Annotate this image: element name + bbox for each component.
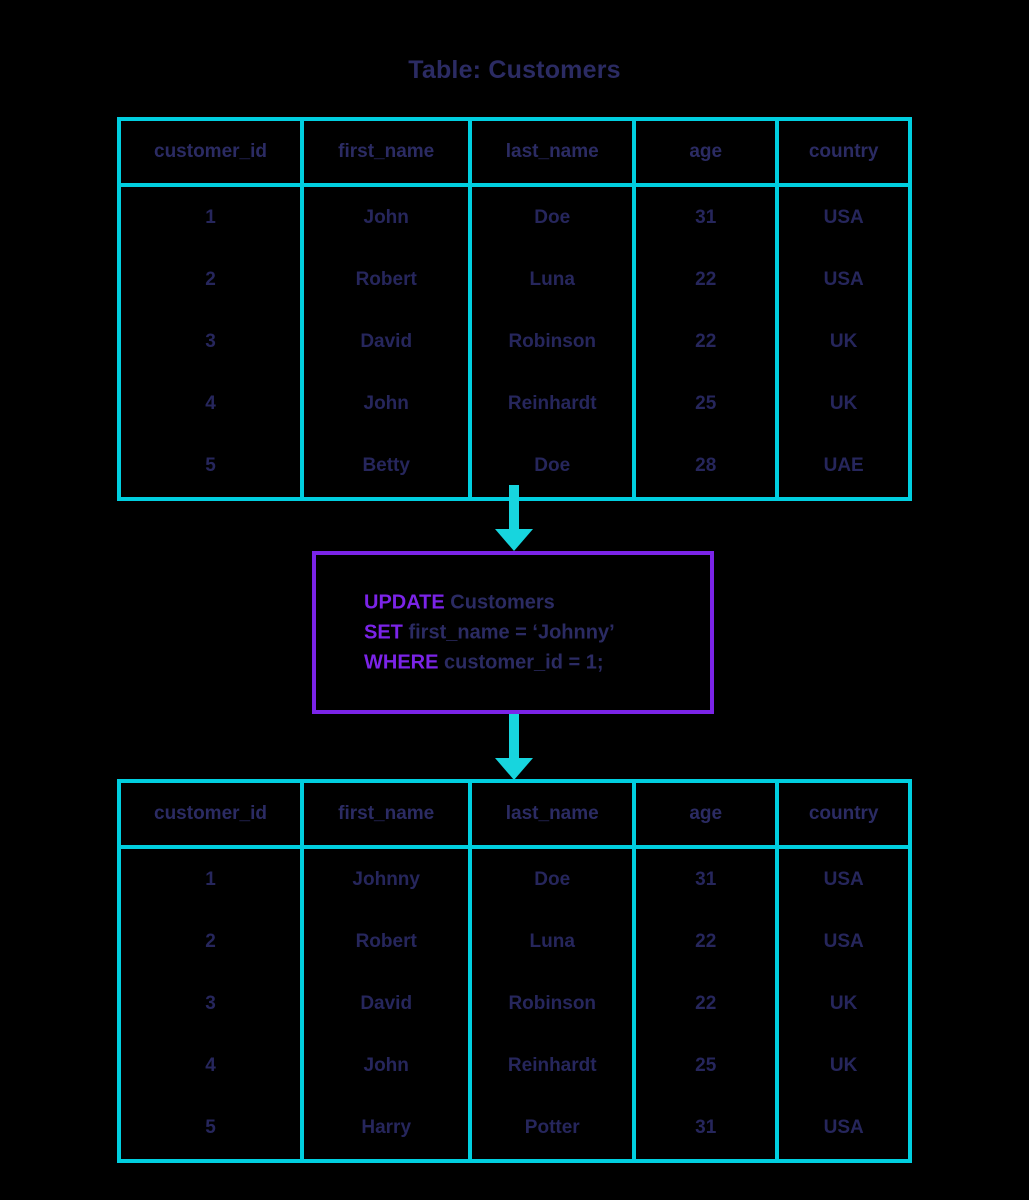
cell-age: 31 [634, 1097, 780, 1159]
cell-customer-id: 1 [121, 185, 304, 249]
cell-last-name: Robinson [470, 311, 637, 373]
column-header-first-name: first_name [302, 121, 473, 187]
sql-line-set: SET first_name = ‘Johnny’ [364, 617, 615, 647]
customers-table-after: customer_id first_name last_name age cou… [117, 779, 912, 1163]
column-header-age: age [634, 783, 780, 849]
cell-country: UK [777, 1035, 908, 1097]
customers-table-before: customer_id first_name last_name age cou… [117, 117, 912, 501]
cell-customer-id: 2 [121, 911, 304, 973]
cell-age: 31 [634, 185, 780, 249]
cell-age: 28 [634, 435, 780, 497]
cell-last-name: Reinhardt [470, 1035, 637, 1097]
cell-last-name: Doe [470, 847, 637, 911]
cell-last-name: Doe [470, 435, 637, 497]
cell-customer-id: 5 [121, 435, 304, 497]
cell-age: 25 [634, 1035, 780, 1097]
cell-country: UAE [777, 435, 908, 497]
column-header-customer-id: customer_id [121, 121, 304, 187]
cell-country: USA [777, 1097, 908, 1159]
table-row: 5 Harry Potter 31 USA [121, 1097, 908, 1159]
cell-customer-id: 3 [121, 311, 304, 373]
cell-age: 22 [634, 249, 780, 311]
cell-last-name: Potter [470, 1097, 637, 1159]
arrow-sql-to-table [0, 714, 1029, 784]
cell-customer-id: 4 [121, 1035, 304, 1097]
table-row: 2 Robert Luna 22 USA [121, 911, 908, 973]
cell-country: UK [777, 373, 908, 435]
cell-first-name: John [302, 373, 473, 435]
table-row: 3 David Robinson 22 UK [121, 973, 908, 1035]
page-title: Table: Customers [408, 56, 621, 84]
table-row: 3 David Robinson 22 UK [121, 311, 908, 373]
table-row: 5 Betty Doe 28 UAE [121, 435, 908, 497]
sql-keyword-where: WHERE [364, 651, 439, 674]
cell-age: 22 [634, 911, 780, 973]
cell-customer-id: 1 [121, 847, 304, 911]
cell-first-name: David [302, 311, 473, 373]
cell-last-name: Luna [470, 249, 637, 311]
cell-last-name: Luna [470, 911, 637, 973]
sql-line-where: WHERE customer_id = 1; [364, 648, 615, 678]
column-header-country: country [777, 783, 908, 849]
sql-keyword-set: SET [364, 621, 403, 644]
cell-country: USA [777, 911, 908, 973]
table-row: 1 John Doe 31 USA [121, 185, 908, 249]
cell-last-name: Robinson [470, 973, 637, 1035]
arrow-shaft [509, 714, 519, 760]
sql-keyword-update: UPDATE [364, 590, 445, 613]
cell-country: UK [777, 973, 908, 1035]
cell-last-name: Doe [470, 185, 637, 249]
column-header-last-name: last_name [470, 783, 637, 849]
cell-age: 25 [634, 373, 780, 435]
cell-age: 22 [634, 311, 780, 373]
cell-country: USA [777, 185, 908, 249]
sql-operand-assignment: first_name = ‘Johnny’ [402, 621, 615, 644]
cell-first-name: Robert [302, 249, 473, 311]
sql-operand-condition: customer_id = 1; [438, 651, 604, 674]
cell-customer-id: 4 [121, 373, 304, 435]
cell-first-name: Betty [302, 435, 473, 497]
table-row: 2 Robert Luna 22 USA [121, 249, 908, 311]
cell-customer-id: 2 [121, 249, 304, 311]
cell-age: 31 [634, 847, 780, 911]
cell-first-name: John [302, 185, 473, 249]
column-header-first-name: first_name [302, 783, 473, 849]
table-row: 4 John Reinhardt 25 UK [121, 1035, 908, 1097]
column-header-country: country [777, 121, 908, 187]
cell-first-name: Harry [302, 1097, 473, 1159]
sql-line-update: UPDATE Customers [364, 587, 615, 617]
sql-statement-text: UPDATE Customers SET first_name = ‘Johnn… [364, 587, 615, 678]
arrow-head-down-icon [495, 758, 533, 780]
cell-age: 22 [634, 973, 780, 1035]
cell-first-name: Johnny [302, 847, 473, 911]
cell-country: USA [777, 249, 908, 311]
cell-first-name: John [302, 1035, 473, 1097]
table-row: 4 John Reinhardt 25 UK [121, 373, 908, 435]
cell-first-name: Robert [302, 911, 473, 973]
cell-customer-id: 3 [121, 973, 304, 1035]
arrow-head-down-icon [495, 529, 533, 551]
column-header-customer-id: customer_id [121, 783, 304, 849]
sql-statement-box: UPDATE Customers SET first_name = ‘Johnn… [312, 551, 714, 714]
cell-country: UK [777, 311, 908, 373]
table-row: 1 Johnny Doe 31 USA [121, 847, 908, 911]
column-header-last-name: last_name [470, 121, 637, 187]
cell-first-name: David [302, 973, 473, 1035]
cell-customer-id: 5 [121, 1097, 304, 1159]
column-header-age: age [634, 121, 780, 187]
table-header-row: customer_id first_name last_name age cou… [121, 121, 908, 187]
table-header-row: customer_id first_name last_name age cou… [121, 783, 908, 849]
sql-operand-table: Customers [444, 590, 555, 613]
cell-country: USA [777, 847, 908, 911]
cell-last-name: Reinhardt [470, 373, 637, 435]
